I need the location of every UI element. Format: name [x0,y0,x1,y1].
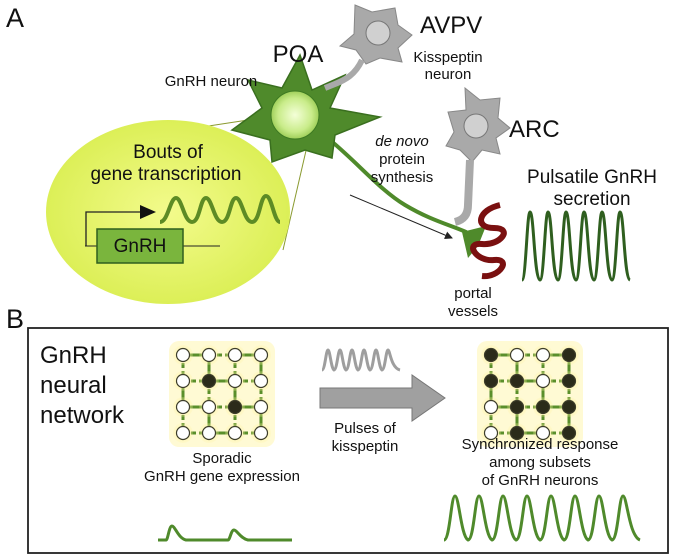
sporadic-activity-trace [158,524,292,542]
synchronized-network-grid [477,341,583,447]
denovo-line2: protein [379,151,425,168]
sync-line2: among subsets [489,454,591,471]
secretion-arrow [349,194,453,239]
denovo-line3: synthesis [371,169,434,186]
inactive-neuron-node [483,399,499,415]
pulsatile-secretion-trace [520,210,632,282]
active-neuron-node [509,373,525,389]
inactive-neuron-node [509,347,525,363]
network-line1: GnRH [40,342,107,369]
sporadic-network-grid [169,341,275,447]
bouts-line1: Bouts of [133,142,203,163]
poa-nucleus [270,90,320,140]
arc-title: ARC [509,116,560,143]
sync-line3: of GnRH neurons [482,472,599,489]
active-neuron-node [509,425,525,441]
inactive-neuron-node [535,347,551,363]
pulsatile-line2: secretion [553,189,630,210]
bouts-line2: gene transcription [90,164,241,185]
inactive-neuron-node [201,399,217,415]
inactive-neuron-node [253,373,269,389]
active-neuron-node [561,347,577,363]
portal-vessels [470,202,507,280]
inactive-neuron-node [253,347,269,363]
inactive-neuron-node [227,425,243,441]
gnrh-gene-label: GnRH [114,236,167,257]
inactive-neuron-node [227,373,243,389]
transcription-bouts-trace [159,193,281,225]
inactive-neuron-node [201,425,217,441]
inactive-neuron-node [535,373,551,389]
active-neuron-node [201,373,217,389]
arc-nucleus [463,113,489,139]
inactive-neuron-node [175,399,191,415]
inactive-neuron-node [535,425,551,441]
network-line2: neural [40,372,107,399]
avpv-title: AVPV [420,12,482,39]
poa-subtitle: GnRH neuron [165,73,258,90]
avpv-sub1: Kisspeptin [413,49,482,66]
gnrh-axon [328,138,478,240]
panel-a-letter: A [6,3,24,33]
portal-line2: vessels [448,303,498,320]
grid-glow [169,341,275,447]
synchronized-activity-trace [442,494,641,542]
inactive-neuron-node [201,347,217,363]
grid-glow [477,341,583,447]
active-neuron-node [535,399,551,415]
pulsatile-line1: Pulsatile GnRH [527,167,657,188]
inactive-neuron-node [483,425,499,441]
active-neuron-node [561,373,577,389]
panel-b-letter: B [6,304,24,334]
promoter-arrowhead [140,205,156,219]
inactive-neuron-node [253,399,269,415]
active-neuron-node [561,425,577,441]
pulses-line2: kisspeptin [332,438,399,455]
inactive-neuron-node [175,425,191,441]
sync-line1: Synchronized response [462,436,619,453]
zoom-line-bottom [282,141,309,251]
active-neuron-node [227,399,243,415]
active-neuron-node [561,399,577,415]
avpv-nucleus [365,20,391,46]
active-neuron-node [483,347,499,363]
active-neuron-node [483,373,499,389]
promoter-arrow [85,211,148,246]
denovo-italic: de novo [375,133,428,150]
inactive-neuron-node [175,373,191,389]
poa-title: POA [273,41,324,68]
portal-line1: portal [454,285,492,302]
inactive-neuron-node [253,425,269,441]
inactive-neuron-node [175,347,191,363]
active-neuron-node [509,399,525,415]
arc-axon [453,159,474,226]
sporadic-line2: GnRH gene expression [144,468,300,485]
panel-b-frame [27,327,669,554]
stimulation-arrow [319,374,446,422]
sporadic-line1: Sporadic [192,450,252,467]
gnrh-gene-box [96,228,184,264]
inactive-neuron-node [227,347,243,363]
kisspeptin-pulses-trace [320,348,401,372]
pulses-line1: Pulses of [334,420,397,437]
network-line3: network [40,402,125,429]
avpv-axon [323,58,365,91]
avpv-sub2: neuron [425,66,472,83]
